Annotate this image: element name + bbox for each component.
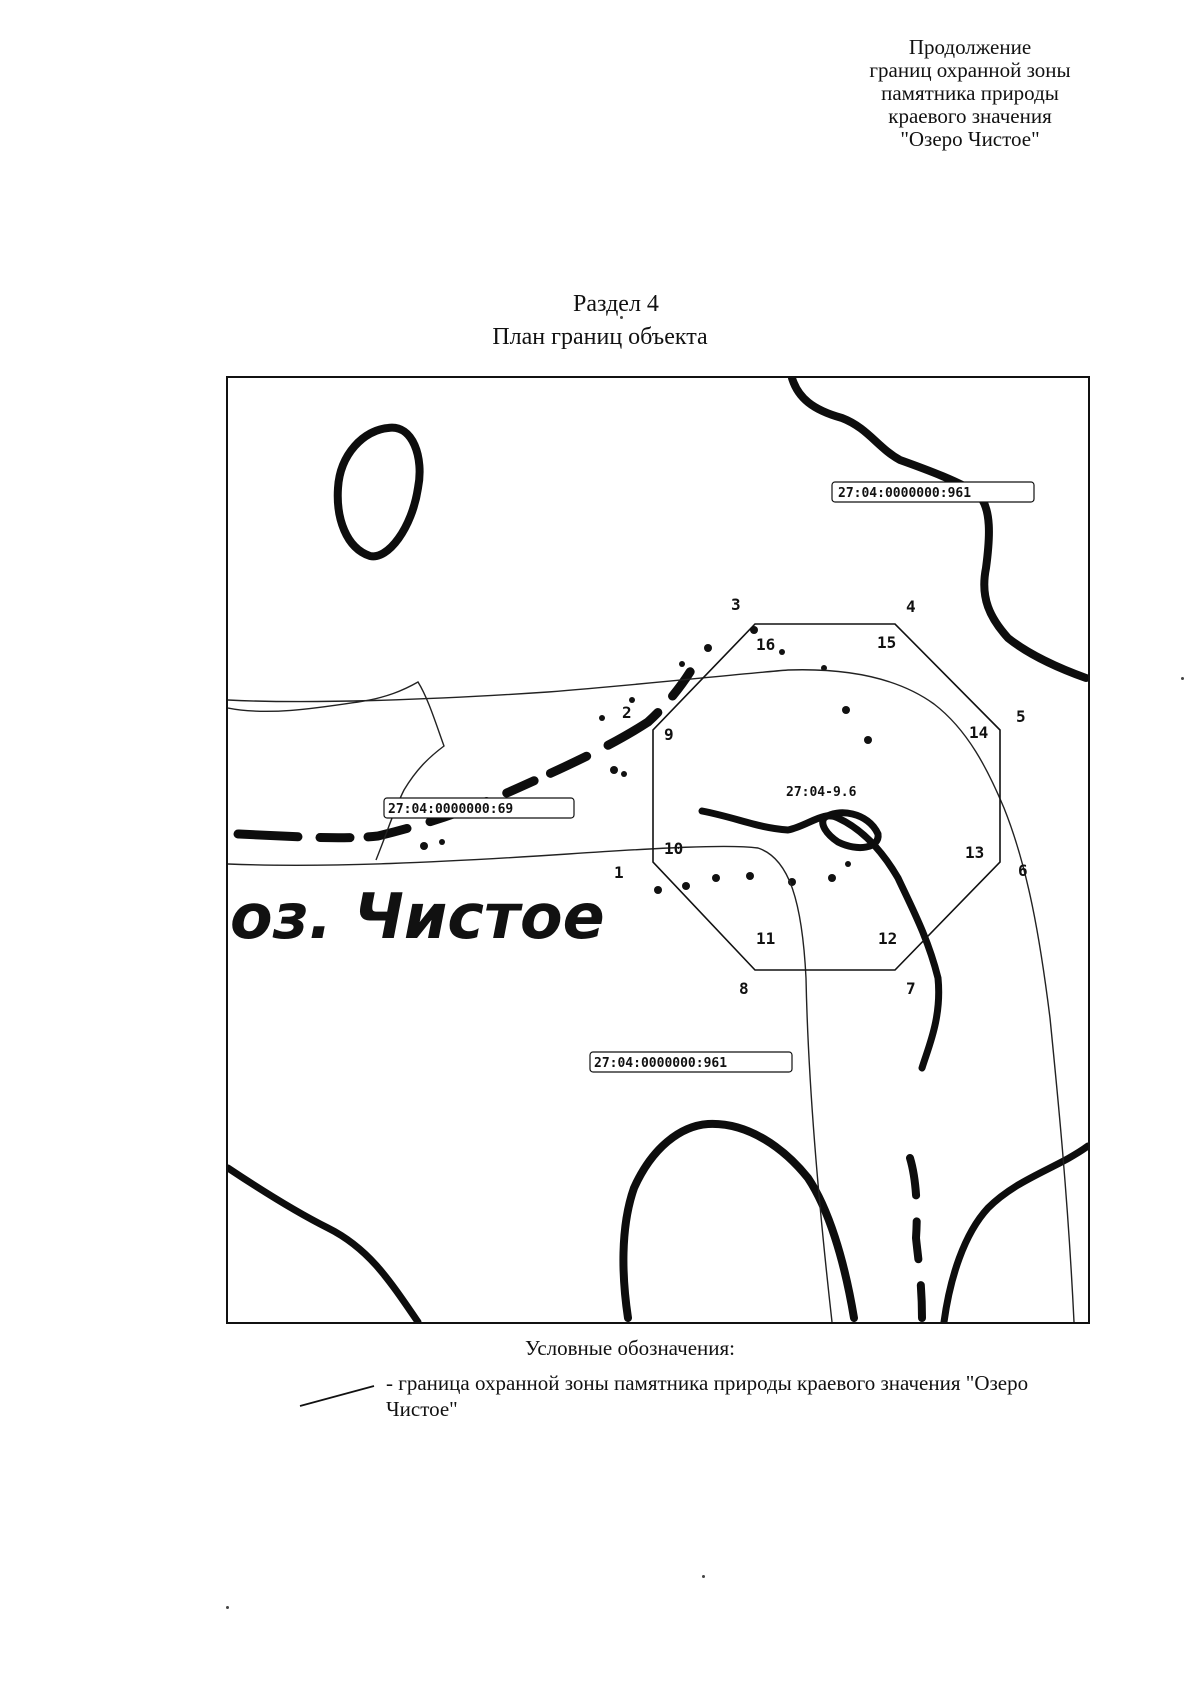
section-number: Раздел 4: [573, 291, 659, 317]
vertex-label-outer: 6: [1018, 861, 1028, 880]
vertex-label-inner: 15: [877, 633, 896, 652]
parcel-label-center: 27:04-9.6: [786, 785, 857, 800]
parcel-label-bottom: 27:04:0000000:961: [594, 1056, 727, 1071]
header-note: Продолжение границ охранной зоны памятни…: [820, 36, 1120, 151]
vertex-label-inner: 12: [878, 929, 897, 948]
boundary-plan-map: 27:04:0000000:961 27:04:0000000:69 27:04…: [226, 376, 1090, 1324]
scan-speck: [226, 1606, 229, 1609]
contour-line-top-right: [788, 378, 1088, 682]
header-note-line: границ охранной зоны: [869, 58, 1071, 82]
section-title: План границ объекта: [492, 324, 708, 350]
shore-speck: [828, 874, 836, 882]
legend-boundary-line: [299, 1385, 375, 1407]
vertex-label-inner: 14: [969, 723, 988, 742]
map-canvas: 27:04:0000000:961 27:04:0000000:69 27:04…: [228, 378, 1088, 1322]
scan-speck: [1181, 677, 1184, 680]
vertex-label-outer: 5: [1016, 707, 1026, 726]
contour-line-oval: [333, 423, 424, 561]
scan-speck: [620, 316, 623, 319]
parcel-label-box: [831, 481, 1035, 503]
shore-speck: [842, 706, 850, 714]
vertex-label-inner: 10: [664, 839, 683, 858]
scan-speck: [702, 1575, 705, 1578]
parcel-line-upper: [228, 669, 1075, 1322]
parcel-label-top: 27:04:0000000:961: [838, 486, 971, 501]
parcel-label-box: [589, 1051, 793, 1073]
contour-line-lake-shore: [698, 807, 943, 1072]
shore-speck: [821, 665, 827, 671]
lake-name: оз. Чистое: [230, 880, 605, 953]
header-note-line: памятника природы: [881, 81, 1059, 105]
protection-zone-boundary: [652, 623, 1001, 971]
legend-item: - граница охранной зоны памятника природ…: [298, 1370, 1118, 1430]
shore-speck: [629, 697, 635, 703]
contour-line-bottom-left: [228, 1164, 422, 1322]
vertex-label-outer: 3: [731, 595, 741, 614]
shore-speck: [746, 872, 754, 880]
legend-item-description: - граница охранной зоны памятника природ…: [386, 1371, 1029, 1421]
parcel-label-left: 27:04:0000000:69: [388, 802, 513, 817]
contour-line-bottom-hill: [619, 1119, 858, 1322]
shore-speck: [439, 839, 445, 845]
shore-speck: [779, 649, 785, 655]
vertex-label-outer: 4: [906, 597, 916, 616]
header-note-line: "Озеро Чистое": [900, 127, 1040, 151]
shore-speck: [654, 886, 662, 894]
shore-speck: [679, 661, 685, 667]
contour-line-dashed-right: [906, 1154, 926, 1322]
vertex-label-inner: 11: [756, 929, 775, 948]
shore-speck: [610, 766, 618, 774]
shore-speck: [682, 882, 690, 890]
legend-title: Условные обозначения:: [524, 1336, 736, 1360]
vertex-label-outer: 7: [906, 979, 916, 998]
contour-line-lake-bay: [819, 809, 882, 852]
shore-speck: [712, 874, 720, 882]
vertex-label-inner: 9: [664, 725, 674, 744]
contour-line-road: [233, 653, 703, 843]
parcel-line-lower: [228, 845, 833, 1322]
vertex-label-inner: 16: [756, 635, 775, 654]
vertex-label-outer: 8: [739, 979, 749, 998]
parcel-line-inner: [228, 681, 445, 861]
section-heading: Раздел 4 План границ объекта: [0, 288, 1200, 354]
shore-speck: [704, 644, 712, 652]
shore-speck: [621, 771, 627, 777]
shore-speck: [864, 736, 872, 744]
header-note-line: Продолжение: [908, 35, 1032, 59]
parcel-label-box: [383, 797, 575, 819]
contour-line-bottom-right: [940, 1142, 1088, 1322]
header-note-line: краевого значения: [888, 104, 1052, 128]
vertex-label-inner: 13: [965, 843, 984, 862]
shore-speck: [420, 842, 428, 850]
shore-speck: [599, 715, 605, 721]
vertex-label-outer: 2: [622, 703, 632, 722]
shore-speck: [845, 861, 851, 867]
vertex-label-outer: 1: [614, 863, 624, 882]
